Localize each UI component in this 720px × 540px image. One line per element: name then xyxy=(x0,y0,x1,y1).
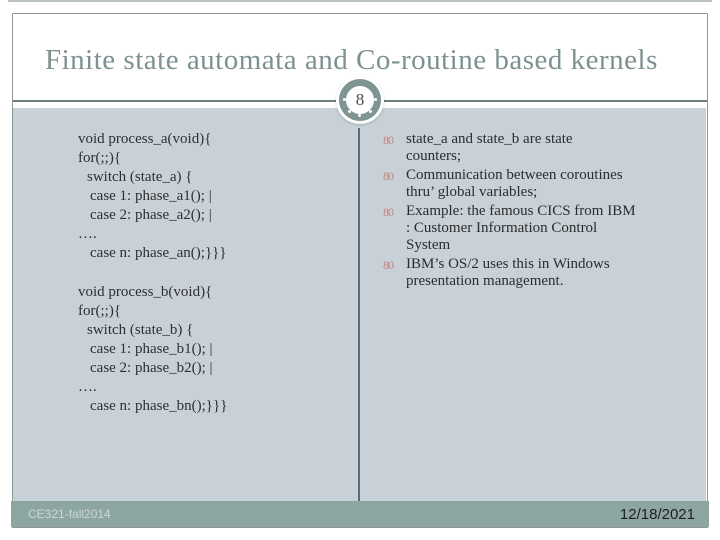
code-line: …. xyxy=(78,379,97,395)
code-block-a: void process_a(void){ for(;;){ switch (s… xyxy=(78,130,348,263)
page-number-badge: 8 xyxy=(336,76,384,124)
list-item: 80 state_a and state_b are state counter… xyxy=(383,131,705,165)
code-column: void process_a(void){ for(;;){ switch (s… xyxy=(78,130,348,416)
bullet-icon: 80 xyxy=(383,258,394,272)
badge-dot xyxy=(343,98,346,101)
slide-title: Finite state automata and Co-routine bas… xyxy=(45,44,658,76)
code-line: for(;;){ xyxy=(78,150,122,166)
bullet-text: state_a and state_b are state counters; xyxy=(406,131,573,164)
code-line: case 1: phase_a1(); | xyxy=(90,188,212,204)
bullet-icon: 80 xyxy=(383,205,394,219)
code-line: for(;;){ xyxy=(78,303,122,319)
badge-dot xyxy=(374,98,377,101)
list-item: 80 Communication between coroutines thru… xyxy=(383,167,705,201)
code-line: switch (state_b) { xyxy=(87,322,194,338)
top-edge-line xyxy=(8,0,712,2)
bullet-list: 80 state_a and state_b are state counter… xyxy=(383,131,705,292)
code-line: void process_b(void){ xyxy=(78,284,213,300)
code-block-b: void process_b(void){ for(;;){ switch (s… xyxy=(78,283,348,416)
code-line: switch (state_a) { xyxy=(87,169,193,185)
footer-date: 12/18/2021 xyxy=(619,505,695,523)
footer-course-label: CE321-fall2014 xyxy=(28,507,111,521)
bullet-text: IBM’s OS/2 uses this in Windows presenta… xyxy=(406,256,610,289)
code-line: case n: phase_an();}}} xyxy=(90,245,227,261)
code-line: void process_a(void){ xyxy=(78,131,212,147)
bullet-text: Example: the famous CICS from IBM : Cust… xyxy=(406,203,636,253)
badge-dot xyxy=(358,114,361,117)
badge-dot xyxy=(348,110,351,113)
code-line: case 2: phase_a2(); | xyxy=(90,207,212,223)
content-area: void process_a(void){ for(;;){ switch (s… xyxy=(13,108,706,503)
bullet-icon: 80 xyxy=(383,133,394,147)
code-line: case n: phase_bn();}}} xyxy=(90,398,228,414)
list-item: 80 IBM’s OS/2 uses this in Windows prese… xyxy=(383,256,705,290)
page-number: 8 xyxy=(355,90,365,109)
badge-dot xyxy=(369,110,372,113)
footer-bar: CE321-fall2014 12/18/2021 xyxy=(11,501,709,527)
code-line: case 2: phase_b2(); | xyxy=(90,360,213,376)
list-item: 80 Example: the famous CICS from IBM : C… xyxy=(383,203,705,254)
bullet-icon: 80 xyxy=(383,169,394,183)
code-line: …. xyxy=(78,226,97,242)
code-line: case 1: phase_b1(); | xyxy=(90,341,213,357)
column-divider-line xyxy=(358,128,360,503)
bullet-text: Communication between coroutines thru’ g… xyxy=(406,167,623,200)
